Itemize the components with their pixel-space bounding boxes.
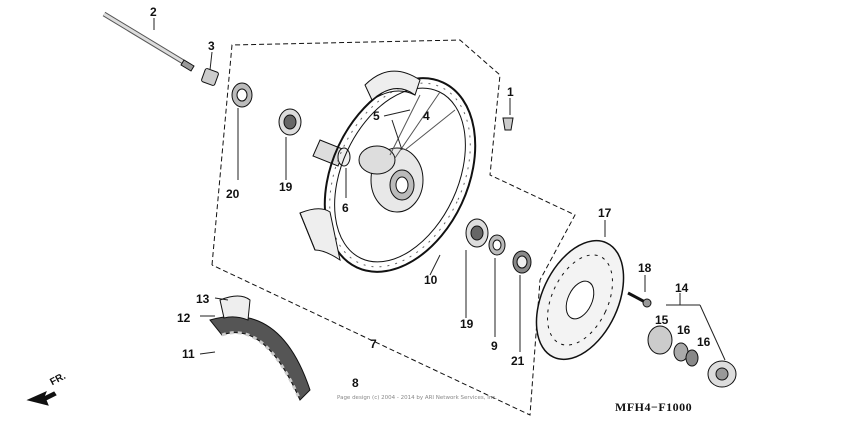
callout-19a: 19 [279, 180, 293, 194]
diagram-code: MFH4−F1000 [615, 400, 693, 414]
axle-collar [201, 68, 219, 86]
callout-8: 8 [352, 376, 359, 390]
callout-3: 3 [208, 39, 215, 53]
callout-18: 18 [638, 261, 652, 275]
callout-10: 10 [424, 273, 438, 287]
callout-5: 5 [373, 109, 380, 123]
axle [102, 11, 195, 72]
disc-bolt [627, 291, 652, 308]
callout-1: 1 [507, 85, 514, 99]
callout-12: 12 [177, 311, 191, 325]
oil-seal [512, 250, 532, 274]
callout-4: 4 [423, 109, 430, 123]
distance-collar [312, 139, 351, 167]
callout-9: 9 [491, 339, 498, 353]
bearing-left [231, 82, 253, 108]
callout-21: 21 [511, 354, 525, 368]
copyright-notice: Page design (c) 2004 - 2014 by ARI Netwo… [337, 395, 498, 401]
wheel-rim [323, 77, 477, 273]
balance-weights [364, 70, 421, 101]
callout-2: 2 [150, 5, 157, 19]
callout-13: 13 [196, 292, 210, 306]
bearing-right [465, 218, 489, 248]
front-arrow-icon [26, 391, 57, 406]
rim-strip [299, 208, 341, 262]
dust-seal [488, 234, 506, 256]
brake-disc [535, 239, 625, 361]
tire [209, 295, 311, 401]
callout-16b: 16 [697, 335, 711, 349]
callout-11: 11 [182, 347, 195, 361]
callout-15: 15 [655, 313, 669, 327]
valve-cap [502, 117, 514, 131]
callout-7: 7 [370, 337, 377, 351]
speedometer-gear [647, 325, 737, 388]
callout-14: 14 [675, 281, 689, 295]
assembly-boundary [211, 39, 576, 416]
bearing-inner [278, 108, 302, 136]
callout-16a: 16 [677, 323, 691, 337]
callout-20: 20 [226, 187, 240, 201]
callout-19b: 19 [460, 317, 474, 331]
callout-6: 6 [342, 201, 349, 215]
callout-17: 17 [598, 206, 612, 220]
leader-lines [153, 18, 726, 361]
